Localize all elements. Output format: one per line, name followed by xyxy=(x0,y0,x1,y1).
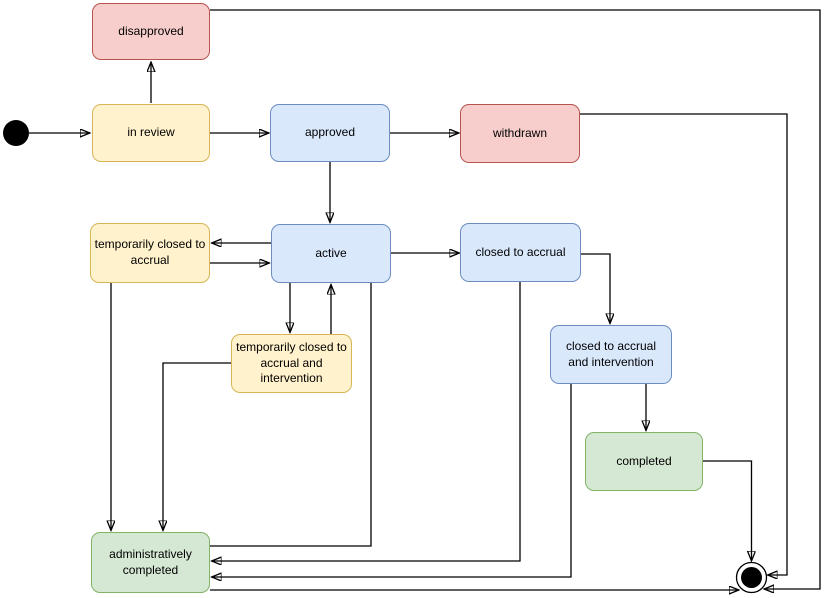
state-closed-to-accrual-and-intervention-label: closed to accrual and intervention xyxy=(565,338,657,369)
state-disapproved-label: disapproved xyxy=(118,23,184,38)
state-active-label: active xyxy=(315,245,347,260)
state-withdrawn-label: withdrawn xyxy=(492,125,548,140)
initial-state-circle[interactable] xyxy=(3,120,29,146)
state-temporarily-closed-to-accrual-label: temporarily closed to accrual xyxy=(94,237,206,267)
edge-closed-accrual-intervention-to-admin-completed xyxy=(212,384,572,577)
state-closed-to-accrual-label: closed to accrual xyxy=(475,244,566,259)
final-state-circle[interactable] xyxy=(735,561,768,594)
edge-withdrawn-to-end xyxy=(580,113,788,575)
state-approved[interactable]: approved xyxy=(270,104,390,162)
edge-closed-accrual-to-admin-completed xyxy=(212,282,521,561)
edge-completed-to-end xyxy=(703,460,752,561)
edge-closed-accrual-to-closed-accrual-intervention xyxy=(581,253,610,324)
state-completed-label: completed xyxy=(616,453,672,468)
state-administratively-completed-label: administratively completed xyxy=(109,546,192,577)
edge-temp-closed-accrual-intervention-to-admin-completed xyxy=(163,362,231,531)
edge-active-to-admin-completed xyxy=(210,283,372,547)
state-active[interactable]: active xyxy=(271,224,391,283)
state-in-review-label: in review xyxy=(127,125,175,140)
state-closed-to-accrual-and-intervention[interactable]: closed to accrual and intervention xyxy=(550,325,672,384)
state-approved-label: approved xyxy=(304,125,356,140)
state-in-review[interactable]: in review xyxy=(92,104,210,162)
state-temporarily-closed-to-accrual-and-intervention[interactable]: temporarily closed to accrual and interv… xyxy=(231,334,352,393)
edge-disapproved-to-end xyxy=(210,9,821,589)
state-temporarily-closed-to-accrual[interactable]: temporarily closed to accrual xyxy=(90,223,210,283)
state-completed[interactable]: completed xyxy=(585,432,703,491)
state-administratively-completed[interactable]: administratively completed xyxy=(91,532,210,593)
state-closed-to-accrual[interactable]: closed to accrual xyxy=(460,223,581,282)
state-withdrawn[interactable]: withdrawn xyxy=(460,104,580,163)
state-disapproved[interactable]: disapproved xyxy=(92,3,210,60)
state-temporarily-closed-to-accrual-and-intervention-label: temporarily closed to accrual and interv… xyxy=(236,340,347,386)
